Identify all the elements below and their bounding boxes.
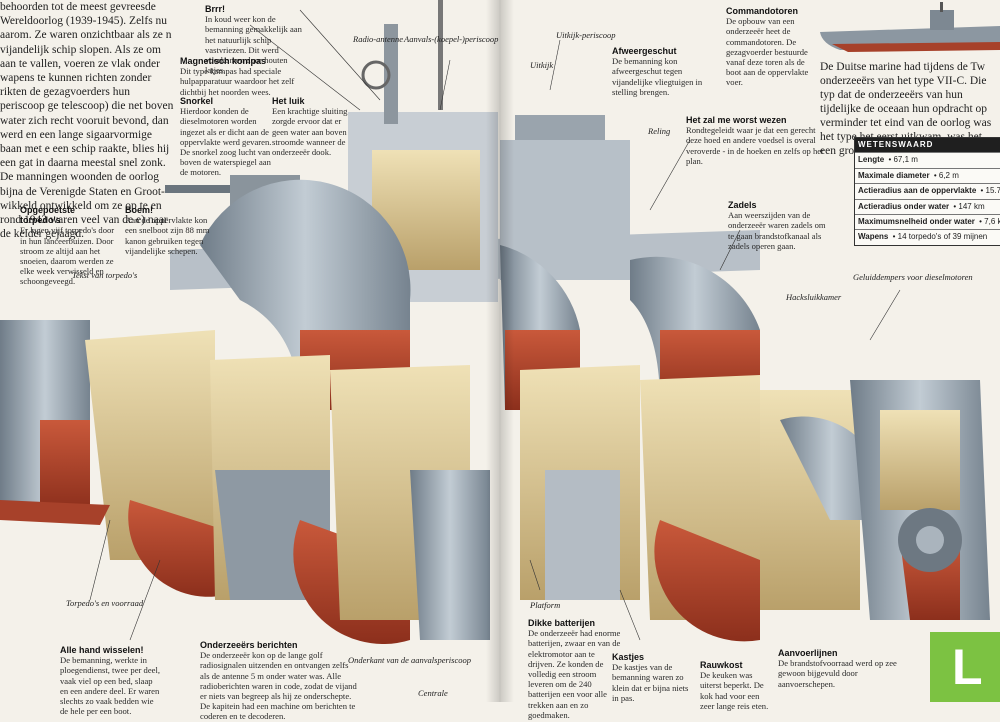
- u-boat-cutaway-illustration: [0, 0, 1000, 645]
- label-radio-antenna: Radio-antenne: [353, 34, 404, 44]
- facts-row: Lengte • 67,1 m: [855, 152, 1000, 168]
- facts-row: Wapens • 14 torpedo's of 39 mijnen: [855, 229, 1000, 245]
- facts-row: Maximumsnelheid onder water • 7,6 knopen: [855, 214, 1000, 230]
- label-torpedo-tube: Torpedo's en voorraad: [66, 598, 144, 608]
- facts-row: Actieradius aan de oppervlakte • 15.700 …: [855, 183, 1000, 199]
- label-tail-torpedo: Tekst van torpedo's: [72, 270, 138, 280]
- caption-brrr: Brrr!In koud weer kon de bemanning gemak…: [205, 4, 302, 76]
- facts-row: Actieradius onder water • 147 km: [855, 198, 1000, 215]
- watermark-logo-letter: L: [952, 639, 983, 695]
- label-control-room: Centrale: [418, 688, 448, 698]
- caption-all-hands: Alle hand wisselen!De bemanning, werkte …: [60, 645, 160, 717]
- label-observation-periscope: Uitkijk-periscoop: [556, 30, 616, 40]
- label-lookout: Uitkijk: [530, 60, 554, 70]
- small-submarine-profile: [820, 2, 1000, 52]
- facts-row: Maximale diameter • 6,2 m: [855, 167, 1000, 184]
- facts-table: WETENSWAARD Lengte • 67,1 m Maximale dia…: [854, 137, 1000, 246]
- label-attack-periscope: Aanvals-(koepel-)periscoop: [404, 34, 499, 44]
- watermark-logo: L: [930, 632, 1000, 702]
- label-periscope-bottom: Onderkant van de aanvalsperiscoop: [348, 655, 471, 665]
- label-mufflers: Geluiddempers voor dieselmotoren: [853, 272, 973, 282]
- label-railing: Reling: [648, 126, 671, 136]
- page-gutter: [486, 0, 514, 702]
- label-fore-hatch: Hacksluikkamer: [786, 292, 842, 302]
- facts-table-heading: WETENSWAARD: [855, 138, 1000, 153]
- label-platform: Platform: [530, 600, 561, 610]
- intro-text-left: behoorden tot de meest gevreesde Wereldo…: [0, 1, 174, 241]
- caption-boom: Boem!Aan de oppervlakte kon een snelboot…: [125, 205, 210, 256]
